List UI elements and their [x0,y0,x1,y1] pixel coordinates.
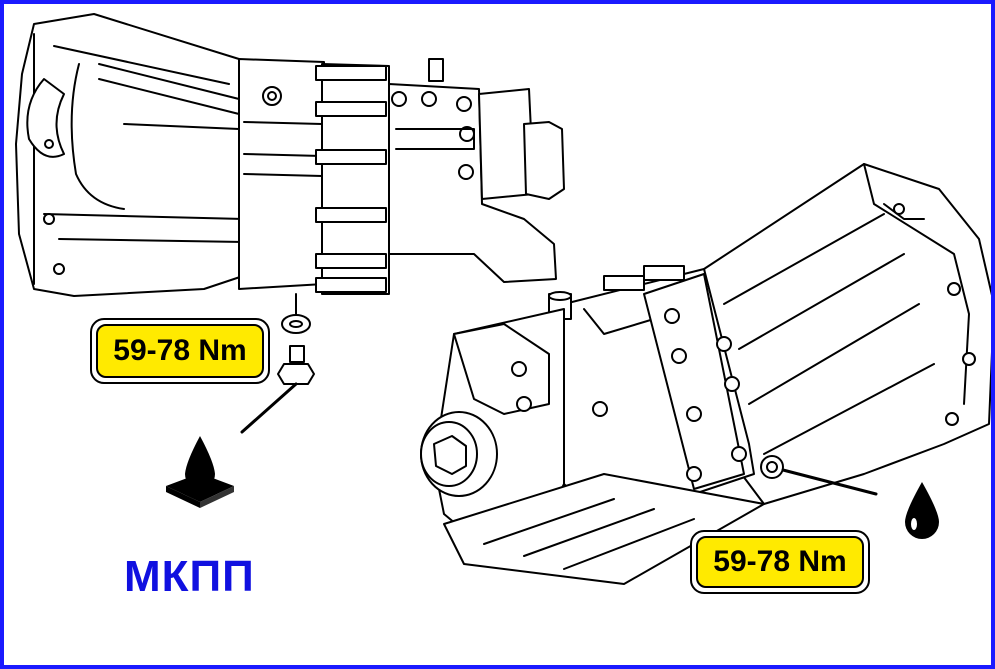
torque-callout-left: 59-78 Nm [90,318,270,384]
torque-callout-right: 59-78 Nm [690,530,870,594]
transmission-type-caption: МКПП [124,552,255,601]
oil-drop-on-tray-icon [166,436,234,508]
torque-label-left: 59-78 Nm [96,324,264,378]
torque-label-right: 59-78 Nm [696,536,864,588]
oil-drop-icon [905,482,939,539]
transmission-illustration [15,13,991,585]
right-transmission-drawing [420,163,991,585]
left-transmission-drawing [15,13,565,434]
